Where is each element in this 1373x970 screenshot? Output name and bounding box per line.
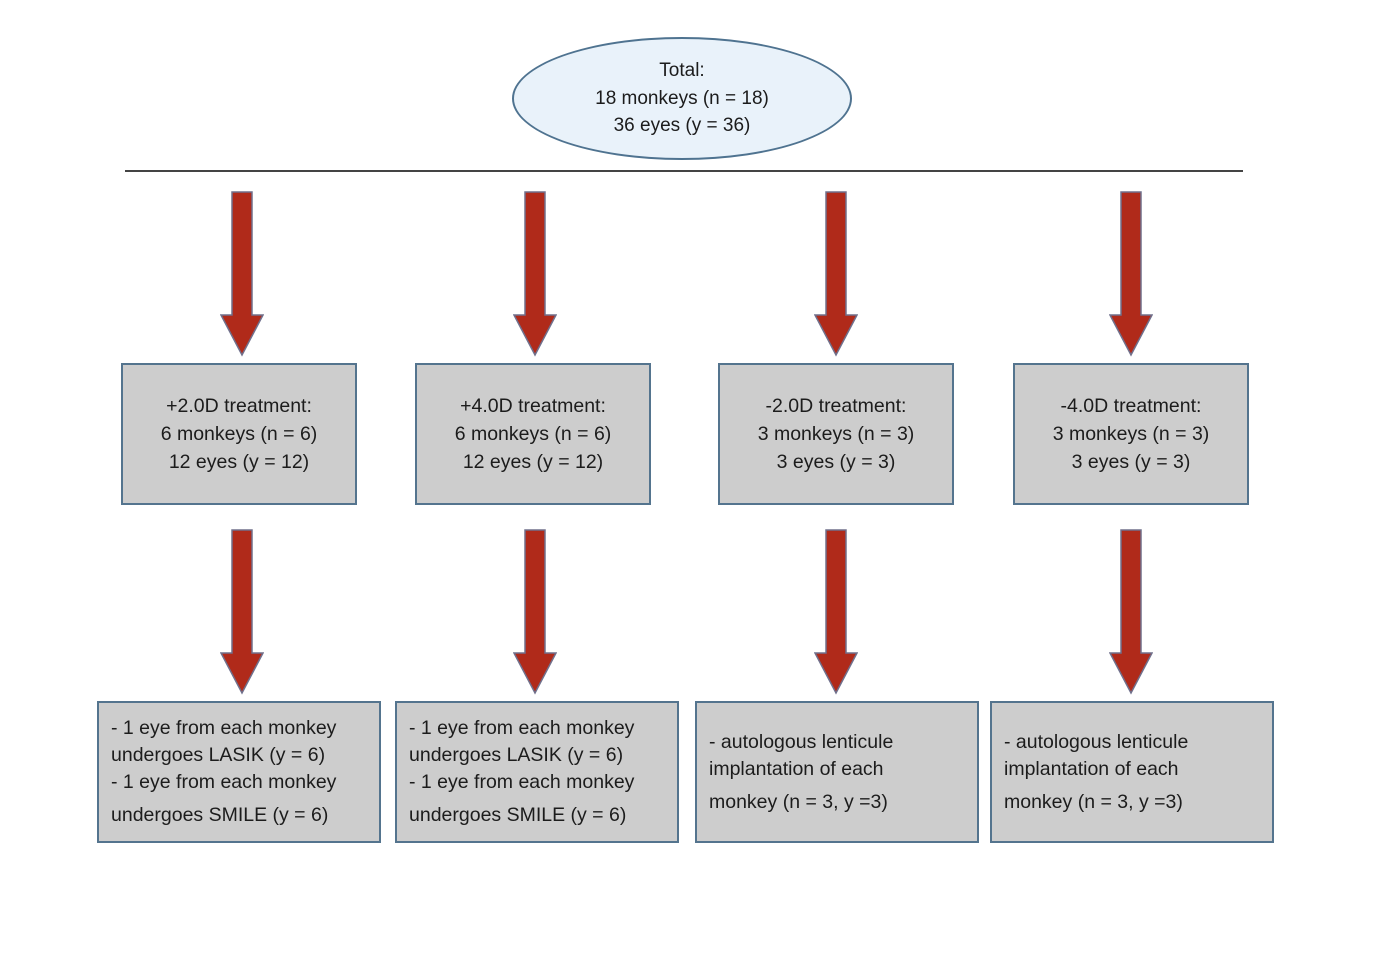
node-line: 3 eyes (y = 3): [1071, 451, 1191, 473]
total-line: 36 eyes (y = 36): [613, 115, 751, 137]
treatment-node-minus2d: -2.0D treatment: 3 monkeys (n = 3) 3 eye…: [718, 363, 954, 505]
procedure-node-lasik-smile-2: - 1 eye from each monkey undergoes LASIK…: [395, 701, 679, 843]
node-line: 3 monkeys (n = 3): [757, 423, 915, 445]
node-line: - 1 eye from each monkey: [111, 771, 337, 793]
total-line: 18 monkeys (n = 18): [595, 87, 769, 109]
down-arrow-icon: [1109, 191, 1153, 357]
node-line: 6 monkeys (n = 6): [454, 423, 612, 445]
node-line: - autologous lenticule: [709, 730, 894, 753]
node-line: - 1 eye from each monkey: [409, 771, 635, 793]
down-arrow-icon: [513, 191, 557, 357]
treatment-node-minus4d: -4.0D treatment: 3 monkeys (n = 3) 3 eye…: [1013, 363, 1249, 505]
node-line: - autologous lenticule: [1004, 730, 1189, 753]
treatment-node-plus2d: +2.0D treatment: 6 monkeys (n = 6) 12 ey…: [121, 363, 357, 505]
down-arrow-icon: [814, 191, 858, 357]
node-line: - 1 eye from each monkey: [111, 717, 337, 739]
node-line: 3 eyes (y = 3): [776, 451, 896, 473]
node-line: 6 monkeys (n = 6): [160, 423, 318, 445]
treatment-node-plus4d: +4.0D treatment: 6 monkeys (n = 6) 12 ey…: [415, 363, 651, 505]
procedure-node-lasik-smile-1: - 1 eye from each monkey undergoes LASIK…: [97, 701, 381, 843]
down-arrow-icon: [220, 529, 264, 695]
node-line: undergoes LASIK (y = 6): [111, 744, 326, 766]
divider-line: [125, 170, 1243, 172]
node-line: - 1 eye from each monkey: [409, 717, 635, 739]
down-arrow-icon: [1109, 529, 1153, 695]
procedure-node-lenticule-2: - autologous lenticule implantation of e…: [990, 701, 1274, 843]
node-line: +4.0D treatment:: [460, 395, 606, 417]
down-arrow-icon: [814, 529, 858, 695]
node-line: -4.0D treatment:: [1060, 395, 1202, 417]
total-node: Total: 18 monkeys (n = 18) 36 eyes (y = …: [512, 37, 852, 160]
down-arrow-icon: [513, 529, 557, 695]
node-line: implantation of each: [709, 757, 884, 780]
node-line: -2.0D treatment:: [765, 395, 907, 417]
node-line: implantation of each: [1004, 757, 1179, 780]
procedure-node-lenticule-1: - autologous lenticule implantation of e…: [695, 701, 979, 843]
node-line: +2.0D treatment:: [166, 395, 312, 417]
down-arrow-icon: [220, 191, 264, 357]
node-line: 3 monkeys (n = 3): [1052, 423, 1210, 445]
node-line: 12 eyes (y = 12): [168, 451, 310, 473]
node-line: undergoes SMILE (y = 6): [409, 804, 627, 826]
node-line: undergoes LASIK (y = 6): [409, 744, 624, 766]
node-line: 12 eyes (y = 12): [462, 451, 604, 473]
node-line: undergoes SMILE (y = 6): [111, 804, 329, 826]
node-line: monkey (n = 3, y =3): [1004, 790, 1183, 813]
node-line: monkey (n = 3, y =3): [709, 790, 888, 813]
total-line: Total:: [659, 60, 705, 82]
